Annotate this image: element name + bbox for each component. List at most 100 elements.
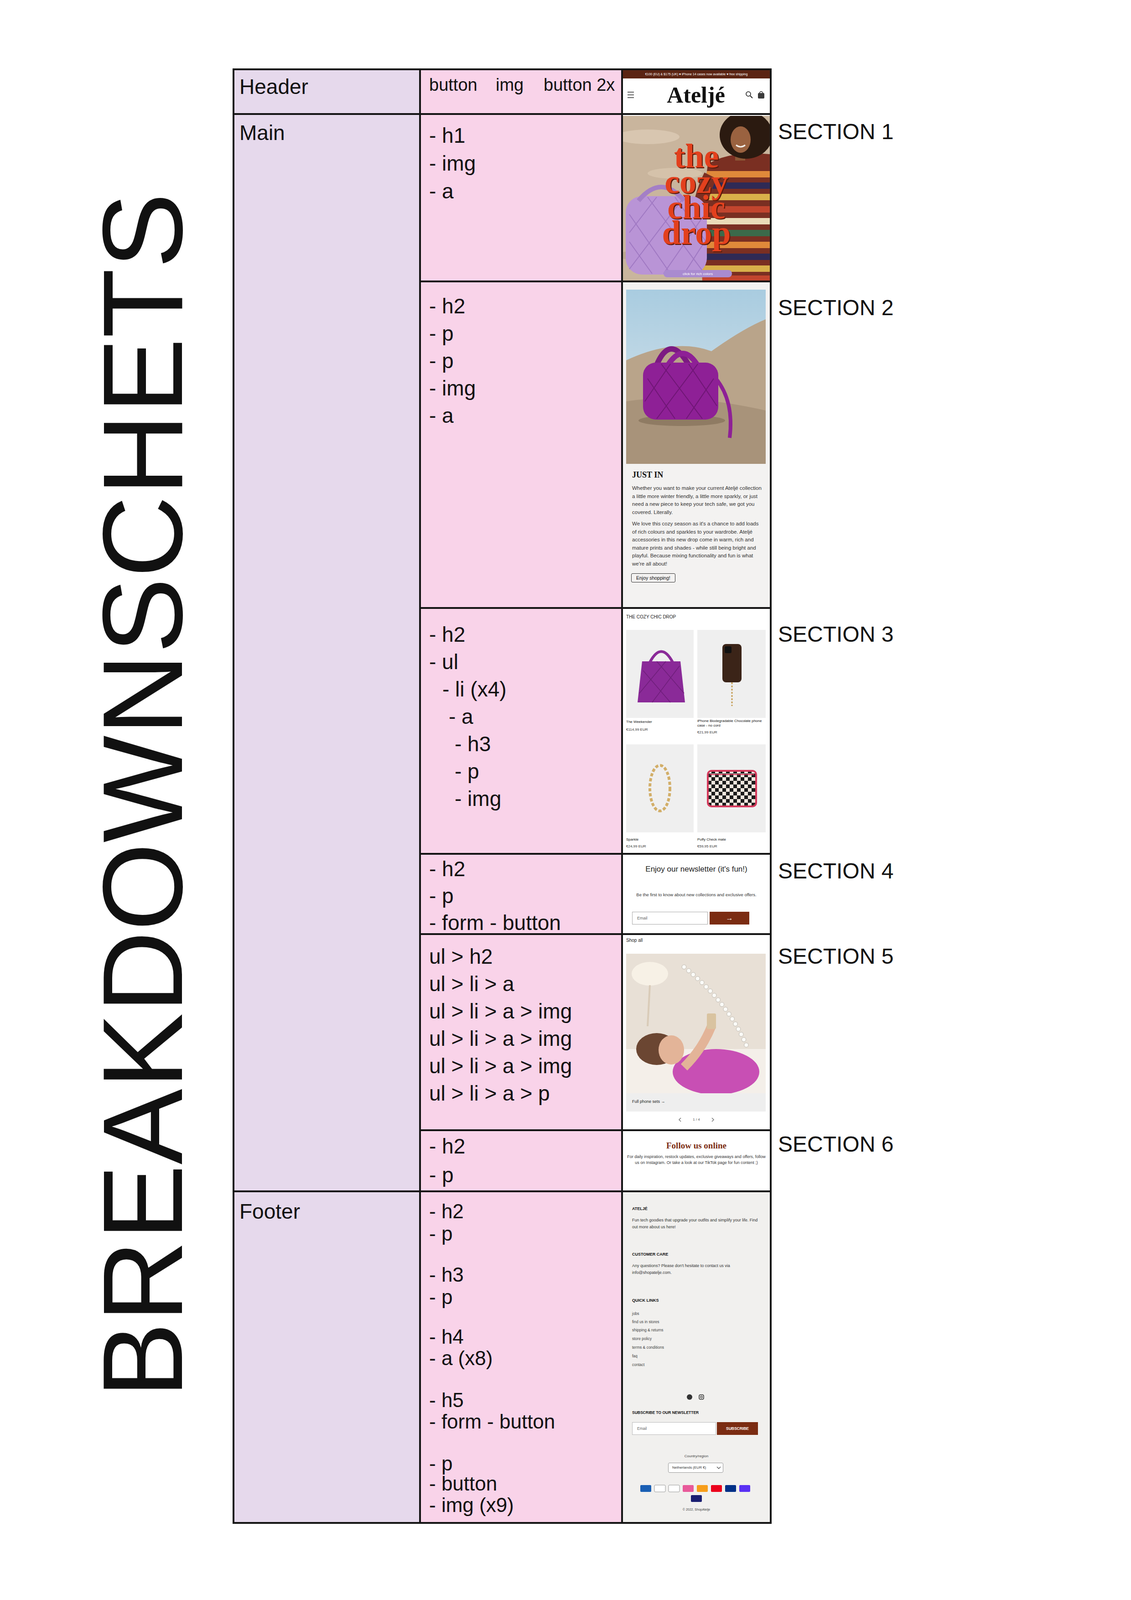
footer-screenshot — [739, 1484, 751, 1492]
screenshot-cell: ATELJÉ Fun tech goodies that upgrade your… — [621, 1190, 772, 1524]
body-text: We love this cozy season as it's a chanc… — [632, 519, 762, 568]
body-text: For daily inspiration, restock updates, … — [626, 1153, 767, 1166]
just-in-panel — [626, 289, 766, 464]
slide-counter: 1 / 4 — [682, 1116, 711, 1123]
element-tag: - a — [448, 704, 474, 729]
element-cell: ul > h2ul > li > aul > li > a > imgul > … — [419, 933, 623, 1131]
footer-text: Any questions? Please don't hesitate to … — [632, 1262, 765, 1277]
product-name: Puffy Check mate — [697, 837, 766, 842]
element-tag: img — [495, 74, 524, 95]
footer-heading: ATELJÉ — [632, 1205, 648, 1212]
product-grid — [626, 744, 694, 833]
product-price: €59,95 EUR — [697, 844, 766, 849]
element-tag: button 2x — [543, 74, 615, 95]
product-grid — [697, 744, 766, 833]
element-tag: - h4 — [429, 1325, 464, 1349]
logo-text: Ateljé — [650, 82, 742, 108]
region-name: Footer — [239, 1198, 301, 1224]
element-tag: - li (x4) — [442, 676, 507, 702]
hero-photo — [697, 253, 770, 260]
header-screenshot — [757, 93, 765, 99]
footer-screenshot — [699, 1394, 704, 1400]
element-tag: - p — [429, 1162, 454, 1188]
footer-screenshot — [654, 1484, 666, 1492]
element-cell: - h2- ul- li (x4)- a- h3- p- img — [419, 607, 623, 855]
carousel-card — [672, 1048, 760, 1094]
product-grid — [722, 643, 742, 683]
promo-text: €100 (EU) & $175 (UK) ♥ iPhone 14 cases … — [623, 71, 769, 78]
footer-text: Fun tech goodies that upgrade your outfi… — [632, 1216, 765, 1231]
carousel-card — [684, 966, 748, 1049]
region-cell: Main — [232, 113, 421, 1193]
element-cell: - h1- img- a — [419, 113, 623, 283]
section-label: SECTION 6 — [778, 1131, 894, 1158]
element-tag: ul > li > a > p — [429, 1080, 550, 1106]
element-tag: - p — [429, 348, 454, 374]
product-price: €21,99 EUR — [697, 730, 766, 735]
element-tag: - form - button — [429, 910, 561, 935]
screenshot-cell: Enjoy our newsletter (it's fun!) Be the f… — [621, 852, 772, 935]
element-cell: buttonimgbutton 2x — [419, 68, 623, 115]
element-tag: - h5 — [429, 1388, 464, 1412]
element-tag: - img — [429, 150, 476, 176]
product-grid — [649, 651, 673, 663]
just-in-panel — [626, 289, 766, 464]
product-grid — [626, 629, 766, 833]
region-cell: Header — [232, 68, 421, 115]
collection-title: THE COZY CHIC DROP — [626, 614, 676, 620]
element-tag: - img — [454, 786, 502, 811]
element-tag: - p — [454, 758, 480, 784]
element-tag: ul > li > a > img — [429, 1053, 572, 1079]
product-grid — [724, 646, 732, 654]
element-tag: - a — [429, 403, 454, 428]
carousel-card — [684, 1026, 712, 1068]
footer-screenshot — [682, 1484, 694, 1492]
screenshot-cell: the cozy chic dropclick for rich colors — [621, 113, 772, 283]
region-cell: Footer — [232, 1190, 421, 1524]
carousel-card — [684, 966, 748, 1049]
hero-photo — [622, 129, 680, 145]
newsletter-text: Be the first to know about new collectio… — [633, 891, 759, 898]
element-tag: - form - button — [429, 1410, 556, 1433]
field-label: Country/region — [650, 1453, 742, 1459]
input-placeholder: Email — [632, 1421, 716, 1435]
element-cell: - h2- p- p- img- a — [419, 280, 623, 609]
carousel-card — [706, 1013, 716, 1029]
newsletter-heading: Enjoy our newsletter (it's fun!) — [636, 863, 757, 875]
element-tag: - h1 — [429, 123, 466, 148]
region-name: Header — [239, 74, 309, 99]
just-in-panel — [626, 319, 766, 464]
carousel-card — [658, 1035, 685, 1065]
header-screenshot — [627, 92, 634, 98]
footer-screenshot — [700, 1395, 703, 1398]
element-tag: - a — [429, 178, 454, 204]
carousel-card — [647, 985, 650, 1027]
element-tag: - h2 — [429, 1199, 464, 1223]
footer-link: faq — [632, 1352, 638, 1360]
carousel-card — [679, 1117, 681, 1122]
product-grid — [707, 770, 757, 807]
footer-screenshot — [668, 1484, 680, 1492]
footer-link: jobs — [632, 1310, 640, 1317]
element-cell: - h2- p- h3- p- h4- a (x8)- h5- form - b… — [419, 1190, 623, 1524]
footer-link: shipping & returns — [632, 1326, 664, 1334]
screenshot-cell: THE COZY CHIC DROPThe Weekender€114,99 E… — [621, 607, 772, 855]
section-label: SECTION 5 — [778, 943, 894, 970]
screenshot-cell: Follow us onlineFor daily inspiration, r… — [621, 1129, 772, 1193]
element-tag: - a (x8) — [429, 1346, 493, 1370]
hero-photo — [730, 126, 751, 153]
element-tag: - h2 — [429, 293, 466, 319]
footer-screenshot — [710, 1484, 722, 1492]
footer-screenshot — [725, 1484, 737, 1492]
element-cell: - h2- p — [419, 1129, 623, 1193]
element-cell: - h2- p- form - button — [419, 852, 623, 935]
hero-photo — [736, 145, 746, 147]
product-name: iPhone Biodegradable Chocolate phone cas… — [697, 718, 766, 728]
section-label: SECTION 3 — [778, 621, 894, 648]
just-in-panel — [622, 282, 770, 608]
section-heading: Follow us online — [627, 1140, 766, 1152]
hero-photo — [622, 115, 770, 281]
hero-photo — [663, 269, 732, 278]
footer-link: store policy — [632, 1335, 652, 1342]
element-tag: - button — [429, 1472, 498, 1495]
